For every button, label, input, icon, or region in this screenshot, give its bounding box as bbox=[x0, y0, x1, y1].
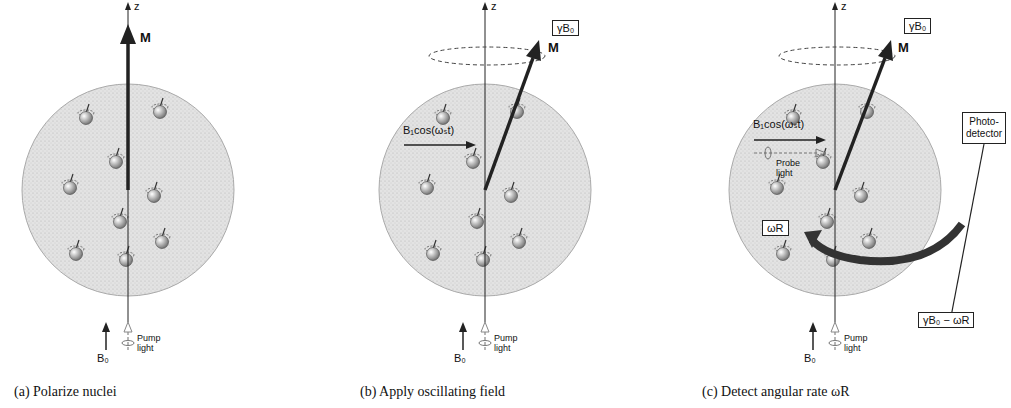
panel-caption: (b) Apply oscillating field bbox=[360, 384, 505, 400]
figure-label: B₀ bbox=[97, 352, 109, 364]
figure-label: Pump light bbox=[494, 333, 528, 354]
label-box: γB₀ bbox=[904, 18, 931, 34]
figure-label: B₁cos(ωₛt) bbox=[753, 118, 804, 131]
figure-label: B₀ bbox=[804, 352, 816, 364]
connector bbox=[952, 144, 984, 312]
box-text: γB₀ bbox=[909, 20, 926, 32]
box-text: ωR bbox=[767, 222, 784, 234]
box-text: γB₀ − ωR bbox=[923, 314, 969, 326]
box-text: γB₀ bbox=[557, 22, 574, 34]
figure-label: z bbox=[841, 0, 847, 12]
figure-label: Probe light bbox=[776, 158, 806, 179]
box-text: Photo-detector bbox=[965, 116, 1003, 140]
figure-label: Pump light bbox=[844, 333, 878, 354]
figure-label: Pump light bbox=[137, 333, 171, 354]
figure-label: M bbox=[140, 30, 151, 45]
label-box: ωR bbox=[762, 220, 789, 236]
figure-label: B₀ bbox=[454, 352, 466, 364]
figure-label: B₁cos(ωₛt) bbox=[403, 124, 454, 137]
panel-caption: (a) Polarize nuclei bbox=[14, 384, 117, 400]
figure-label: M bbox=[898, 40, 909, 55]
label-box: γB₀ − ωR bbox=[918, 312, 974, 328]
label-box: γB₀ bbox=[552, 20, 579, 36]
figure-label: z bbox=[491, 0, 497, 12]
figure-label: M bbox=[548, 40, 559, 55]
label-box: Photo-detector bbox=[962, 112, 1006, 144]
figure-label: z bbox=[134, 0, 140, 12]
panel-caption: (c) Detect angular rate ωR bbox=[702, 384, 850, 400]
